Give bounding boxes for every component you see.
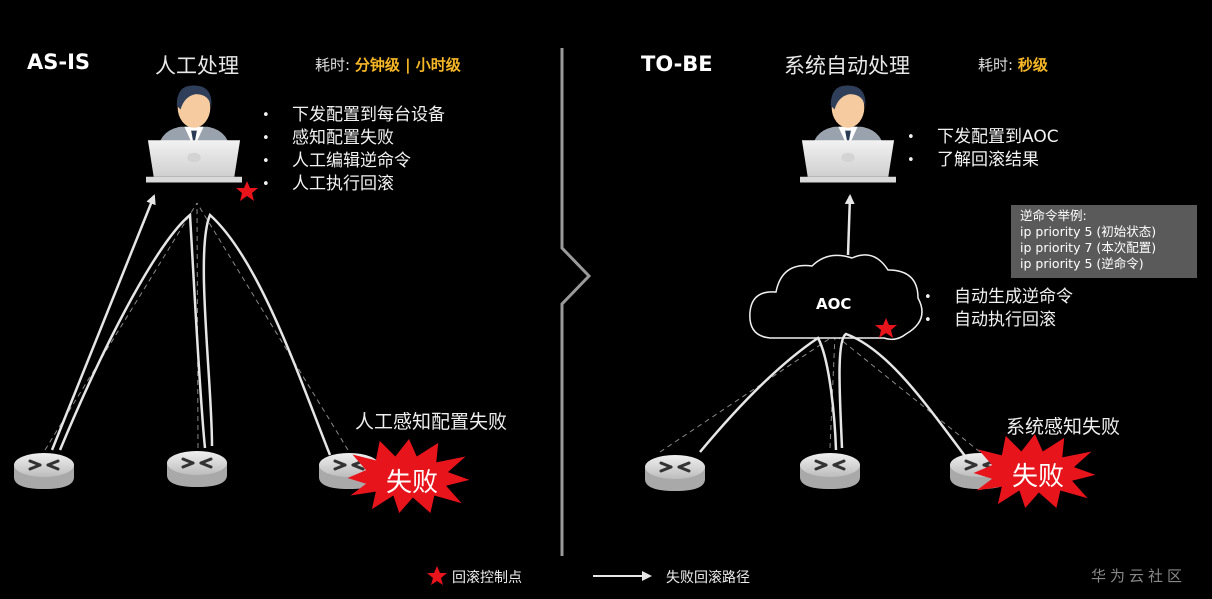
as-is-cost-value: 分钟级 | 小时级 [354,56,461,74]
to-be-cost: 耗时: 秒级 [978,54,1048,75]
to-be-detect-note: 系统感知失败 [1006,416,1121,438]
to-be-fail-label: 失败 [1012,462,1065,492]
to-be-cost-label: 耗时: [978,56,1014,74]
section-divider [560,48,592,556]
list-item: 自动生成逆命令 [924,286,1073,309]
router-icon [643,453,707,493]
list-item: 下发配置到每台设备 [262,104,445,127]
star-icon [236,181,258,201]
watermark: 华为云社区 [1091,567,1187,585]
as-is-cost: 耗时: 分钟级 | 小时级 [315,54,461,75]
as-is-fail-label: 失败 [386,468,439,498]
as-is-detect-note: 人工感知配置失败 [355,411,508,433]
example-line: ip priority 5 (初始状态) [1020,224,1157,239]
star-icon [427,566,447,585]
legend-arrow-label: 失败回滚路径 [666,570,750,586]
as-is-bullets: 下发配置到每台设备 感知配置失败 人工编辑逆命令 人工执行回滚 [262,104,445,196]
to-be-cost-value: 秒级 [1017,56,1048,74]
list-item: 了解回滚结果 [907,149,1059,172]
to-be-dashed-links [659,334,981,453]
operator-laptop-icon [800,85,896,183]
example-title: 逆命令举例: [1020,208,1087,223]
as-is-dashed-links [44,202,349,451]
as-is-tag: AS-IS [27,50,91,74]
reverse-command-example: 逆命令举例: ip priority 5 (初始状态) ip priority … [1011,205,1197,278]
aoc-cloud-icon [749,254,923,341]
list-item: 感知配置失败 [262,127,445,150]
star-icon [875,318,897,338]
router-icon [12,451,76,491]
operator-laptop-icon [146,85,242,183]
as-is-cost-label: 耗时: [315,56,351,74]
aoc-label: AOC [816,295,852,313]
list-item: 自动执行回滚 [924,309,1073,332]
as-is-title: 人工处理 [155,54,239,78]
router-icon [798,451,862,491]
list-item: 人工执行回滚 [262,173,445,196]
router-icon [165,449,229,489]
to-be-bullets: 下发配置到AOC 了解回滚结果 [907,126,1059,172]
to-be-tag: TO-BE [641,52,713,76]
legend-star-label: 回滚控制点 [452,570,522,586]
example-line: ip priority 7 (本次配置) [1020,240,1157,255]
to-be-rollback-paths [699,194,969,461]
list-item: 人工编辑逆命令 [262,150,445,173]
as-is-rollback-paths [50,194,332,456]
example-line: ip priority 5 (逆命令) [1020,256,1144,271]
to-be-title: 系统自动处理 [784,54,910,78]
aoc-bullets: 自动生成逆命令 自动执行回滚 [924,286,1073,332]
list-item: 下发配置到AOC [907,126,1059,149]
